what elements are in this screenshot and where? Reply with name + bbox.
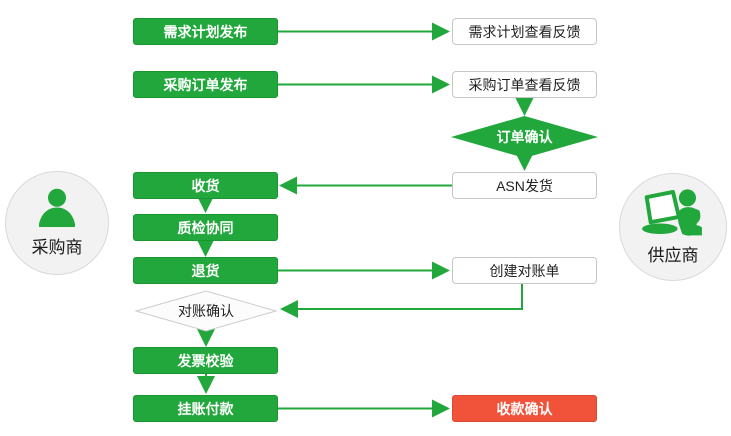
user-laptop-icon	[642, 189, 702, 236]
actor-supplier: 供应商	[619, 173, 727, 281]
node-receipt-confirm: 收款确认	[452, 395, 597, 422]
node-demand-plan-feedback: 需求计划查看反馈	[452, 18, 597, 45]
node-asn-ship: ASN发货	[452, 172, 597, 199]
node-label: 创建对账单	[489, 262, 560, 279]
node-statement-confirm: 对账确认	[134, 290, 278, 332]
node-receive: 收货	[133, 172, 278, 199]
node-quality-collab: 质检协同	[133, 214, 278, 241]
node-label: 采购订单查看反馈	[468, 76, 581, 93]
node-label: 需求计划发布	[163, 23, 248, 40]
node-label: 对账确认	[178, 303, 234, 319]
node-label: 收款确认	[496, 400, 553, 417]
node-account-payment: 挂账付款	[133, 395, 278, 422]
node-demand-plan-publish: 需求计划发布	[133, 18, 278, 45]
node-create-statement: 创建对账单	[452, 257, 597, 284]
node-label: 采购订单发布	[163, 76, 248, 93]
node-label: 退货	[191, 262, 220, 279]
node-po-publish: 采购订单发布	[133, 71, 278, 98]
node-invoice-verify: 发票校验	[133, 347, 278, 374]
actor-buyer-label: 采购商	[31, 238, 83, 257]
node-return-goods: 退货	[133, 257, 278, 284]
node-label: 挂账付款	[177, 400, 234, 417]
node-label: 收货	[191, 177, 220, 194]
node-label: 需求计划查看反馈	[468, 23, 581, 40]
actor-supplier-label: 供应商	[647, 246, 699, 265]
user-silhouette-icon	[39, 188, 75, 227]
node-po-feedback: 采购订单查看反馈	[452, 71, 597, 98]
node-label: 质检协同	[177, 219, 234, 236]
node-order-confirm: 订单确认	[451, 116, 598, 158]
actor-buyer: 采购商	[5, 171, 109, 275]
node-label: 发票校验	[177, 352, 234, 369]
edge-create-statement-to-statement-confirm	[280, 284, 523, 318]
decision-diamond-shape	[134, 290, 278, 332]
node-label: 订单确认	[496, 129, 553, 145]
decision-diamond-shape	[451, 116, 598, 158]
node-label: ASN发货	[496, 177, 553, 194]
